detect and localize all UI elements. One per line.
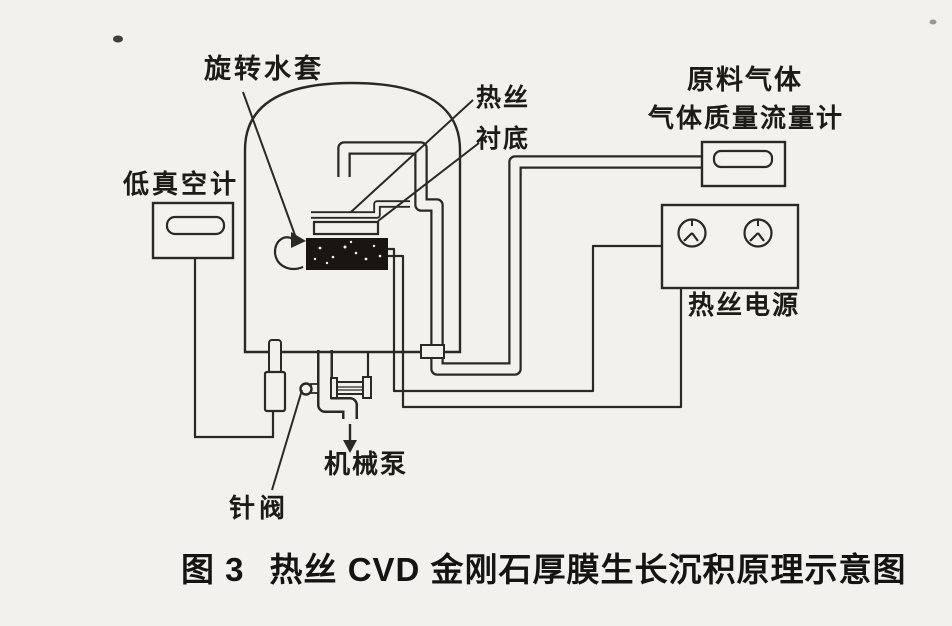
gauge-tube-body bbox=[263, 370, 287, 413]
bell-jar-chamber-outline bbox=[243, 81, 462, 354]
scan-speck bbox=[113, 35, 123, 43]
gas-inlet-pipe bbox=[337, 141, 703, 376]
label-filament-power-supply: 热丝电源 bbox=[688, 290, 801, 320]
rotation-arrow-icon bbox=[273, 232, 306, 270]
filament-lead-wire-left bbox=[388, 244, 662, 393]
figure-title: 热丝 CVD 金刚石厚膜生长沉积原理示意图 bbox=[269, 551, 907, 588]
flange-coupling bbox=[330, 351, 372, 399]
flow-meter-display bbox=[712, 149, 774, 169]
label-substrate: 衬底 bbox=[476, 125, 531, 153]
hot-filament-bar bbox=[311, 200, 410, 219]
label-gas-mass-flow-meter: 气体质量流量计 bbox=[648, 103, 845, 133]
label-hot-filament: 热丝 bbox=[476, 84, 531, 112]
filament-lead-wire-right bbox=[388, 254, 683, 409]
needle-valve-knob bbox=[299, 382, 319, 396]
leader-hot-filament bbox=[350, 99, 474, 213]
leader-rotating-water-jacket bbox=[242, 91, 297, 239]
pump-pipe bbox=[317, 350, 358, 419]
power-supply-box bbox=[660, 203, 800, 290]
label-needle-valve: 针阀 bbox=[229, 493, 290, 523]
vacuum-gauge-pipe bbox=[193, 258, 275, 439]
down-arrow-icon bbox=[343, 424, 357, 453]
chamber-feedthrough bbox=[420, 344, 445, 359]
label-low-vacuum-gauge: 低真空计 bbox=[123, 169, 240, 199]
substrate-stage-block bbox=[306, 238, 388, 270]
substrate-holder-plate bbox=[312, 220, 380, 236]
scan-speck bbox=[929, 19, 937, 25]
low-vacuum-gauge-display bbox=[165, 215, 226, 236]
leader-substrate bbox=[377, 142, 480, 222]
figure-number: 图 3 bbox=[181, 551, 245, 588]
figure-caption: 图 3 热丝 CVD 金刚石厚膜生长沉积原理示意图 bbox=[181, 543, 907, 591]
analog-dial-icon bbox=[677, 218, 707, 248]
leader-needle-valve bbox=[271, 389, 303, 491]
label-source-gas: 原料气体 bbox=[687, 65, 803, 95]
gauge-tube-neck bbox=[268, 339, 282, 374]
label-rotating-water-jacket: 旋转水套 bbox=[204, 54, 324, 84]
analog-dial-icon bbox=[743, 218, 773, 248]
label-mechanical-pump: 机械泵 bbox=[324, 449, 409, 479]
